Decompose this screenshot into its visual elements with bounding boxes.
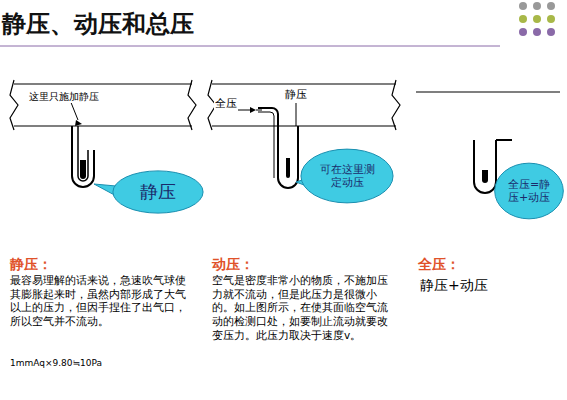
callout-bubble: 静压 <box>112 170 204 214</box>
callout-bubble: 可在这里测定动压 <box>300 148 394 204</box>
pressure-label: 全压 <box>214 97 238 111</box>
section-body: 空气是密度非常小的物质，不施加压力就不流动，但是此压力是很微小的。如上图所示，在… <box>212 274 394 342</box>
section-body: 最容易理解的话来说，急速吹气球使其膨胀起来时，虽然内部形成了大气以上的压力，但因… <box>10 274 192 329</box>
duct-label: 这里只施加静压 <box>28 90 100 103</box>
section-body: 静压+动压 <box>420 276 488 294</box>
pressure-label: 静压 <box>284 88 308 102</box>
section-heading: 静压： <box>10 255 130 273</box>
bubble-text: 可在这里测定动压 <box>315 163 379 189</box>
formula: 1mmAq×9.80≒10Pa <box>10 358 102 370</box>
callout-bubble: 全压=静压+动压 <box>494 162 564 220</box>
section-heading: 全压： <box>418 255 538 273</box>
bubble-text: 静压 <box>140 181 176 203</box>
title: 静压、动压和总压 <box>2 8 194 39</box>
bubble-text: 全压=静压+动压 <box>505 178 553 204</box>
section-heading: 动压： <box>212 255 332 273</box>
